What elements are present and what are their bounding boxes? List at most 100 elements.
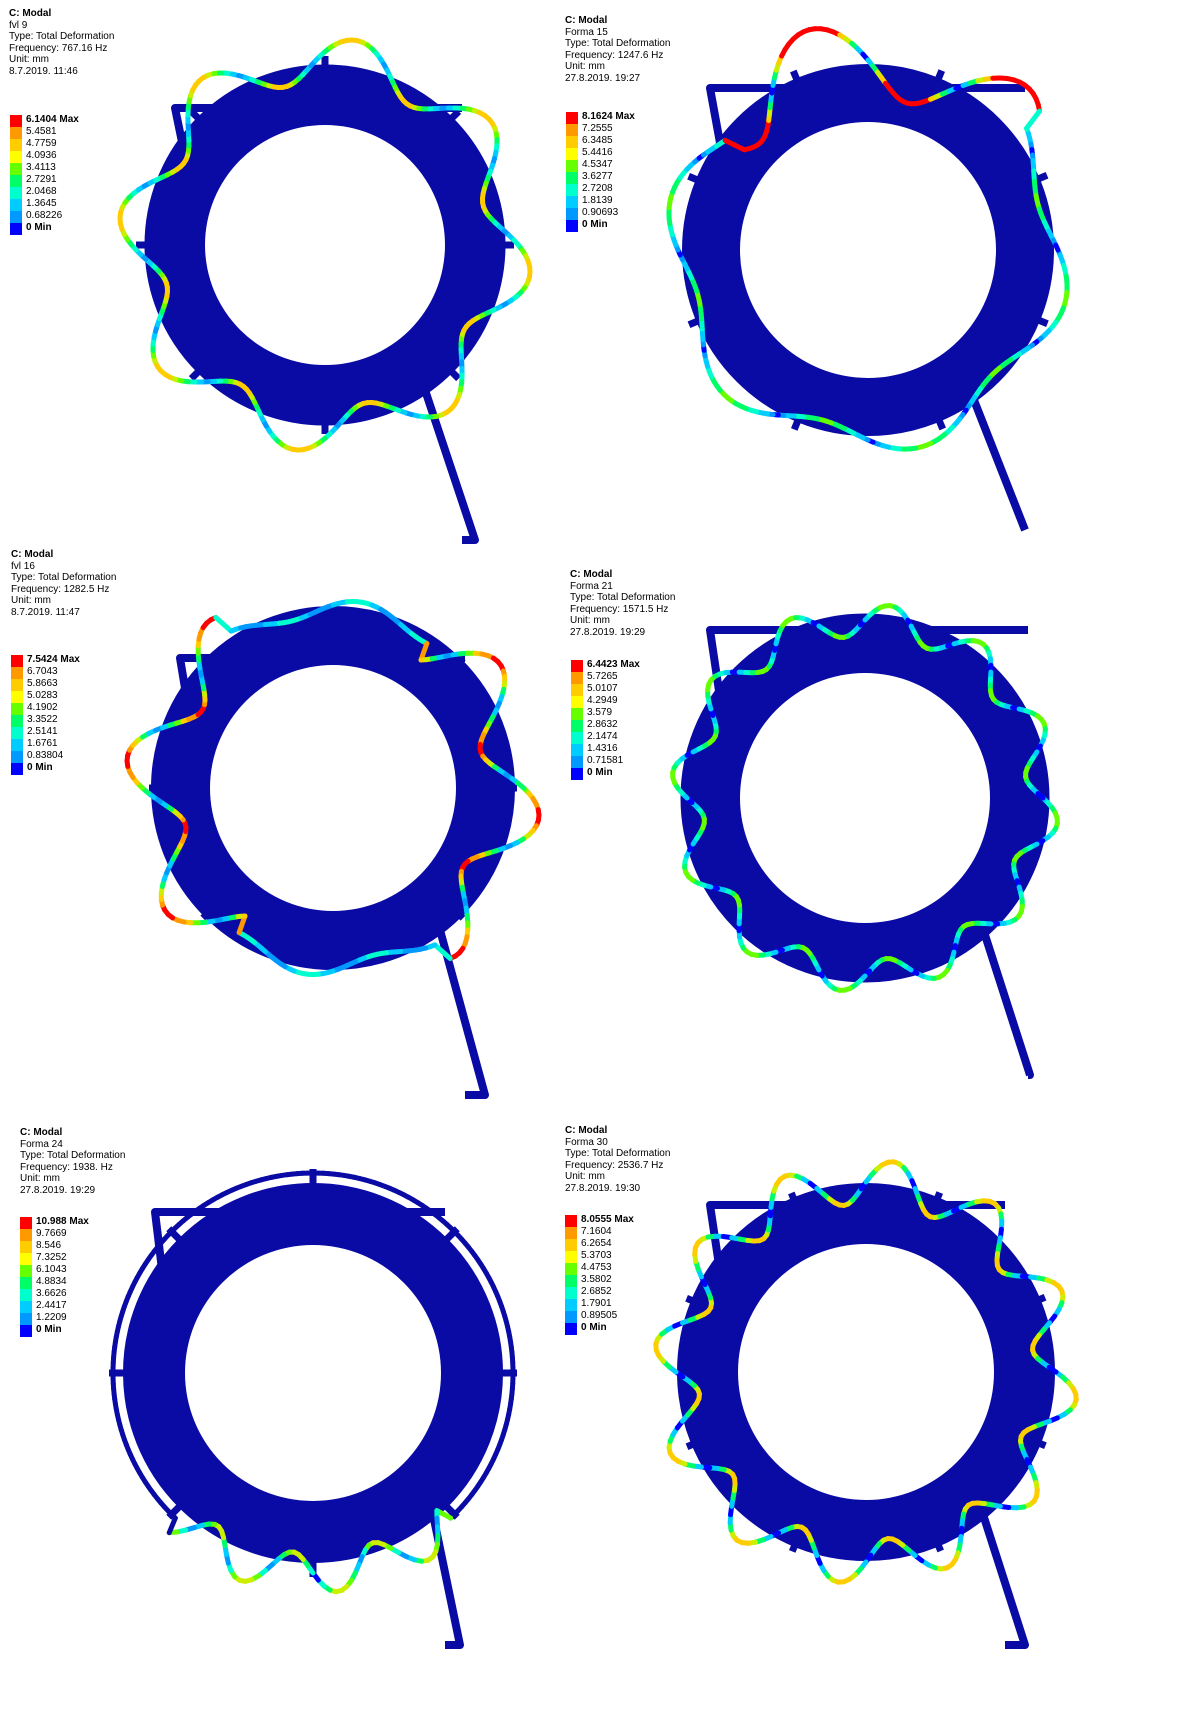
- frequency: Frequency: 767.16 Hz: [9, 42, 108, 54]
- stator-ring: [680, 613, 1050, 983]
- legend-swatch: [20, 1241, 32, 1253]
- deformed-frame: [124, 598, 542, 978]
- legend-swatch: [11, 739, 23, 751]
- legend-swatch: [571, 660, 583, 672]
- legend-label: 4.7759: [26, 138, 57, 149]
- legend-swatch: [10, 187, 22, 199]
- analysis-title: C: Modal: [20, 1127, 63, 1138]
- legend-swatch: [571, 732, 583, 744]
- legend-label: 5.0283: [27, 690, 58, 701]
- analysis-title: C: Modal: [565, 15, 608, 26]
- legend-label: 0.68226: [26, 210, 63, 221]
- legend-swatch: [10, 223, 22, 235]
- result-info-4: C: Modal Forma 21 Type: Total Deformatio…: [570, 569, 675, 638]
- legend-swatch: [10, 199, 22, 211]
- stator-ring: [682, 64, 1054, 436]
- legend-label: 6.3485: [582, 135, 613, 146]
- legend-swatch: [11, 703, 23, 715]
- timestamp: 27.8.2019. 19:30: [565, 1182, 641, 1194]
- mode-panel-2: C: Modal Forma 15 Type: Total Deformatio…: [560, 0, 1150, 532]
- timestamp: 27.8.2019. 19:27: [565, 72, 641, 84]
- result-info-6: C: Modal Forma 30 Type: Total Deformatio…: [565, 1125, 670, 1194]
- legend-swatch: [20, 1217, 32, 1229]
- legend-label: 6.1043: [36, 1264, 67, 1275]
- legend-swatch: [10, 211, 22, 223]
- legend-label: 0 Min: [26, 222, 52, 233]
- legend-swatch: [565, 1227, 577, 1239]
- legend-label: 5.8663: [27, 678, 58, 689]
- stator-ring: [677, 1183, 1055, 1561]
- mode-panel-4: C: Modal Forma 21 Type: Total Deformatio…: [560, 545, 1150, 1079]
- mode-name: fvl 16: [11, 560, 35, 572]
- legend-swatch: [566, 172, 578, 184]
- legend-label: 3.4113: [26, 162, 56, 173]
- legend-swatch: [11, 679, 23, 691]
- legend-swatch: [10, 163, 22, 175]
- legend-label: 5.4581: [26, 126, 57, 137]
- unit: Unit: mm: [9, 54, 49, 65]
- legend-label: 0.83804: [27, 750, 64, 761]
- legend-swatch: [11, 763, 23, 775]
- legend-label: 6.1404 Max: [26, 114, 79, 125]
- legend-label: 3.6277: [582, 171, 613, 182]
- frequency: Frequency: 2536.7 Hz: [565, 1159, 664, 1171]
- legend-swatch: [565, 1215, 577, 1227]
- legend-label: 4.2949: [587, 695, 618, 706]
- legend-swatch: [566, 220, 578, 232]
- legend-label: 4.8834: [36, 1276, 67, 1287]
- legend-swatch: [10, 115, 22, 127]
- legend-swatch: [565, 1251, 577, 1263]
- legend-label: 2.7291: [26, 174, 57, 185]
- legend-swatch: [20, 1265, 32, 1277]
- legend-label: 0.71581: [587, 755, 624, 766]
- mode-shape-plot-6: [653, 1159, 1079, 1649]
- unit: Unit: mm: [565, 1171, 605, 1182]
- result-type: Type: Total Deformation: [11, 572, 117, 583]
- legend-swatch: [11, 727, 23, 739]
- legend-swatch: [566, 184, 578, 196]
- legend-swatch: [566, 208, 578, 220]
- legend-label: 5.7265: [587, 671, 618, 682]
- legend-swatch: [10, 127, 22, 139]
- legend-label: 7.1604: [581, 1226, 612, 1237]
- legend-swatch: [566, 112, 578, 124]
- legend-label: 2.7208: [582, 183, 613, 194]
- mode-panel-5: C: Modal Forma 24 Type: Total Deformatio…: [0, 1120, 590, 1649]
- legend-label: 6.7043: [27, 666, 58, 677]
- frequency: Frequency: 1571.5 Hz: [570, 603, 669, 615]
- legend-swatch: [20, 1325, 32, 1337]
- legend-label: 1.7901: [581, 1298, 612, 1309]
- legend-label: 3.3522: [27, 714, 58, 725]
- legend-label: 1.8139: [582, 195, 613, 206]
- legend-label: 5.3703: [581, 1250, 612, 1261]
- legend-label: 3.6626: [36, 1288, 67, 1299]
- legend-swatch: [565, 1275, 577, 1287]
- legend-swatch: [20, 1313, 32, 1325]
- legend-swatch: [20, 1229, 32, 1241]
- deformed-frame: [110, 1170, 516, 1595]
- legend-label: 3.579: [587, 707, 613, 718]
- frequency: Frequency: 1938. Hz: [20, 1161, 113, 1173]
- legend-swatch: [571, 684, 583, 696]
- legend-swatch: [565, 1311, 577, 1323]
- legend-label: 5.0107: [587, 683, 618, 694]
- legend-label: 1.6761: [27, 738, 58, 749]
- analysis-title: C: Modal: [9, 8, 52, 19]
- legend-swatch: [566, 148, 578, 160]
- result-type: Type: Total Deformation: [9, 31, 115, 42]
- result-info-1: C: Modal fvl 9 Type: Total Deformation F…: [9, 8, 114, 77]
- legend-label: 0 Min: [581, 1322, 607, 1333]
- legend-label: 3.5802: [581, 1274, 612, 1285]
- legend-swatch: [565, 1263, 577, 1275]
- legend-label: 7.5424 Max: [27, 654, 80, 665]
- unit: Unit: mm: [20, 1173, 60, 1184]
- legend-swatch: [565, 1323, 577, 1335]
- legend-label: 8.546: [36, 1240, 62, 1251]
- deformed-frame: [653, 1159, 1079, 1585]
- legend-swatch: [10, 139, 22, 151]
- legend-swatch: [566, 160, 578, 172]
- legend-label: 0 Min: [587, 767, 613, 778]
- deformed-frame: [666, 26, 1070, 452]
- legend-swatch: [11, 691, 23, 703]
- bore: [205, 125, 445, 365]
